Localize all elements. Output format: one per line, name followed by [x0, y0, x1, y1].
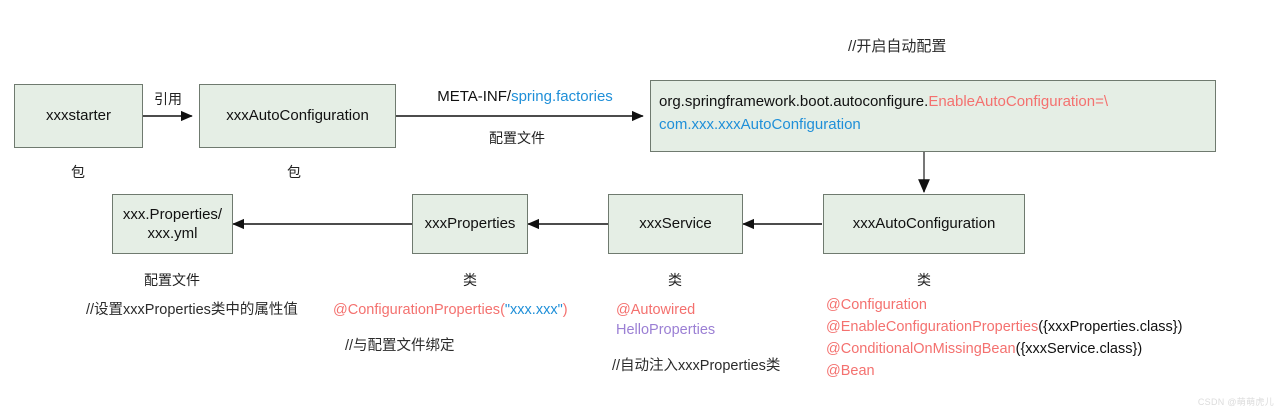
caption-properties-file: 配置文件 [144, 272, 200, 288]
node-xxxstarter[interactable]: xxxstarter [14, 84, 143, 148]
edge-label-meta-inf: META-INF/spring.factories [437, 88, 613, 105]
edge-label-meta-inf-path: META-INF/ [437, 88, 512, 105]
edge-label-config-file: 配置文件 [489, 130, 545, 146]
node-properties-file[interactable]: xxx.Properties/ xxx.yml [112, 194, 233, 254]
annotation-line: @Bean [826, 360, 1182, 382]
node-xxxautoconfiguration-package[interactable]: xxxAutoConfiguration [199, 84, 396, 148]
node-xxxautoconfiguration-class[interactable]: xxxAutoConfiguration [823, 194, 1025, 254]
annotation-autowired: @Autowired [616, 302, 696, 318]
note-enable-autoconfiguration: //开启自动配置 [848, 38, 947, 55]
caption-xxxservice: 类 [668, 272, 682, 288]
edge-label-reference: 引用 [154, 91, 182, 107]
annotation-configuration-properties-name: @ConfigurationProperties [333, 302, 501, 318]
note-properties-file: //设置xxxProperties类中的属性值 [86, 302, 298, 318]
node-properties-file-line2: xxx.yml [147, 225, 198, 242]
paren-open: ( [500, 302, 505, 318]
annotation-args: ({xxxProperties.class}) [1038, 319, 1183, 336]
node-xxxproperties-label: xxxProperties [424, 215, 516, 233]
caption-xxxautoconfiguration-package: 包 [287, 164, 301, 180]
node-xxxautoconfiguration-class-label: xxxAutoConfiguration [852, 215, 996, 233]
caption-xxxstarter: 包 [71, 164, 85, 180]
node-spring-factories-content[interactable]: org.springframework.boot.autoconfigure.E… [650, 80, 1216, 152]
annotation-name: @EnableConfigurationProperties [826, 319, 1039, 336]
node-xxxautoconfiguration-package-label: xxxAutoConfiguration [226, 107, 369, 125]
edge-label-spring-factories: spring.factories [511, 88, 613, 105]
spring-factories-value: com.xxx.xxxAutoConfiguration [659, 115, 861, 133]
node-xxxservice[interactable]: xxxService [608, 194, 743, 254]
caption-xxxproperties: 类 [463, 272, 477, 288]
annotation-hello-properties: HelloProperties [616, 322, 716, 338]
annotation-args: ({xxxService.class}) [1015, 341, 1143, 358]
annotation-name: @ConditionalOnMissingBean [826, 341, 1016, 358]
spring-factories-package: org.springframework.boot.autoconfigure. [659, 93, 929, 110]
watermark: CSDN @萌萌虎儿 [1197, 397, 1274, 407]
annotation-list-autoconfiguration: @Configuration @EnableConfigurationPrope… [826, 294, 1182, 382]
paren-close: ) [562, 302, 568, 318]
node-xxxstarter-label: xxxstarter [45, 107, 111, 125]
spring-factories-line-1: org.springframework.boot.autoconfigure.E… [659, 91, 1207, 114]
node-properties-file-line1: xxx.Properties/ [122, 205, 223, 223]
annotation-line: @Configuration [826, 294, 1182, 316]
caption-xxxautoconfiguration-class: 类 [917, 272, 931, 288]
node-xxxproperties[interactable]: xxxProperties [412, 194, 528, 254]
annotation-configuration-properties-value: "xxx.xxx" [504, 302, 563, 318]
annotation-line: @EnableConfigurationProperties({xxxPrope… [826, 316, 1182, 338]
node-xxxservice-label: xxxService [639, 215, 712, 233]
annotation-name: @Bean [826, 363, 875, 380]
annotation-configuration-properties: @ConfigurationProperties("xxx.xxx") [333, 300, 568, 321]
note-bind-config-file: //与配置文件绑定 [345, 338, 455, 354]
annotation-name: @Configuration [826, 297, 927, 313]
annotation-line: @ConditionalOnMissingBean({xxxService.cl… [826, 338, 1182, 360]
note-autowire-properties: //自动注入xxxProperties类 [612, 358, 781, 374]
spring-factories-key: EnableAutoConfiguration=\ [928, 93, 1109, 110]
